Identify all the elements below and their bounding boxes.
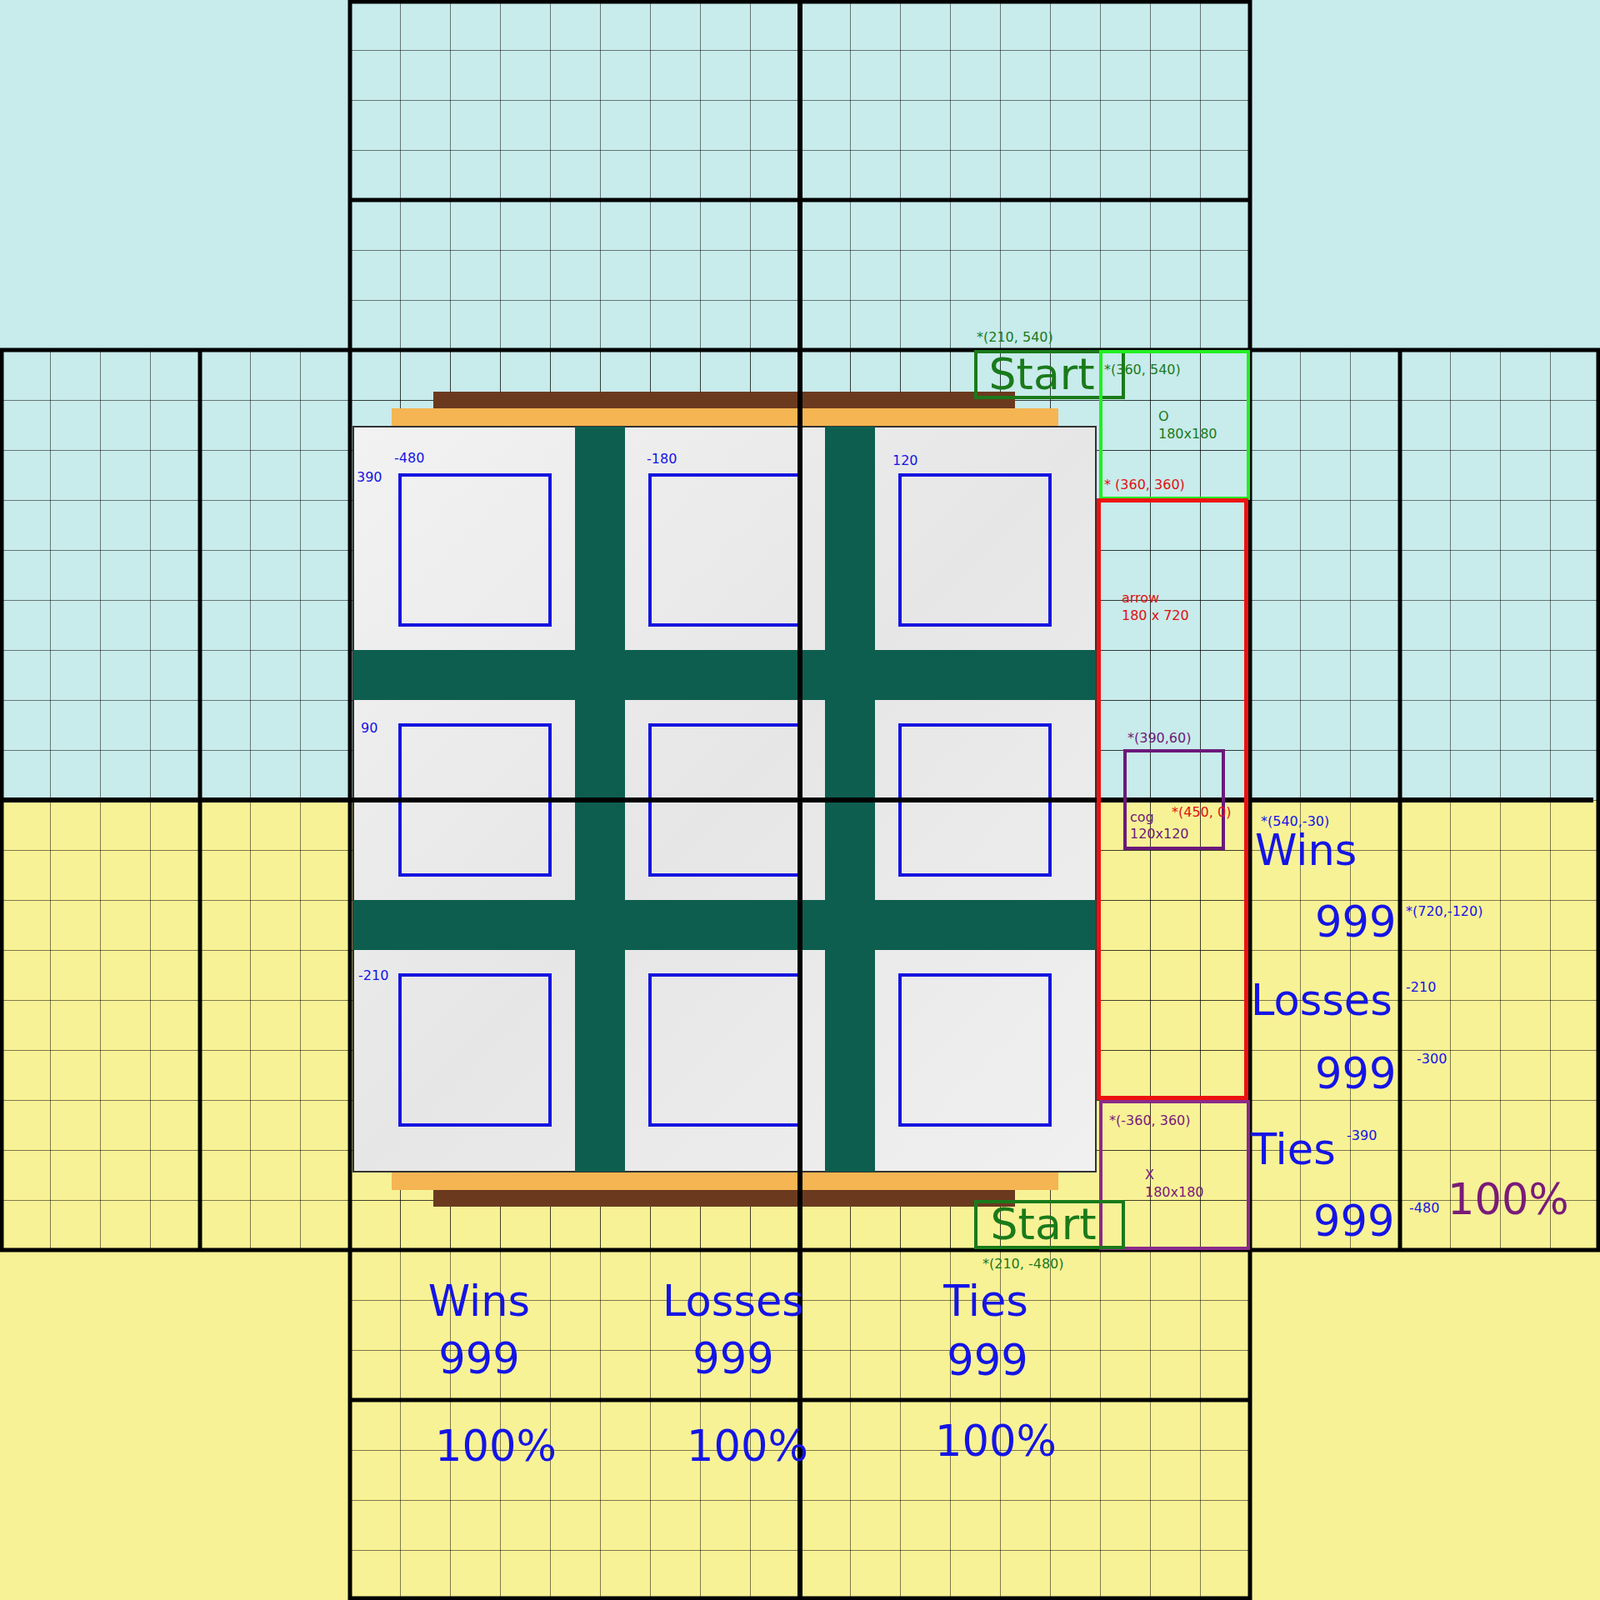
coordinate-note: * (360, 360) (1104, 477, 1185, 493)
button-label: Start (988, 350, 1095, 400)
sprite-note: *(390,60) (1127, 730, 1191, 746)
wood-strip (433, 391, 1015, 409)
arrow-sprite-box: arrow180 x 720*(390,60)cog120x120 (1096, 498, 1249, 1100)
column-coordinate: -480 (394, 450, 425, 466)
score-value: 999 (1315, 898, 1396, 948)
cell-square (650, 975, 800, 1125)
score-heading: Ties (1250, 1125, 1336, 1175)
cell-square (400, 475, 550, 625)
sprite-note: *(210, 540) (976, 330, 1054, 345)
percent-value: 100% (435, 1422, 557, 1472)
coordinate-note: -210 (1405, 980, 1436, 995)
cell-square (400, 975, 550, 1125)
percent-value: 100% (1447, 1175, 1570, 1225)
sprite-note: X (1145, 1167, 1155, 1183)
cog-sprite-box: *(390,60)cog120x120 (1123, 749, 1225, 850)
score-heading: Ties (943, 1277, 1029, 1327)
coordinate-note: -480 (1409, 1200, 1440, 1216)
column-coordinate: 120 (892, 453, 919, 469)
cell-square (900, 975, 1050, 1125)
sprite-note: arrow (1121, 590, 1160, 606)
sprite-note: cog (1130, 810, 1155, 825)
sprite-note: 120x120 (1130, 826, 1190, 842)
wood-strip (391, 1171, 1059, 1190)
column-coordinate: -180 (646, 451, 677, 467)
row-coordinate: 90 (360, 720, 378, 736)
wood-strip (391, 408, 1059, 427)
row-coordinate: -210 (358, 968, 389, 984)
score-value: 999 (1313, 1197, 1395, 1247)
button-label: Start (990, 1200, 1096, 1250)
coordinate-note: -300 (1416, 1051, 1447, 1067)
score-value: 999 (438, 1335, 520, 1385)
row-coordinate: 390 (356, 470, 383, 485)
score-value: 999 (1315, 1050, 1396, 1100)
sprite-note: 180x180 (1158, 426, 1218, 442)
percent-value: 100% (935, 1417, 1057, 1467)
sprite-note: *(-360, 360) (1109, 1113, 1191, 1129)
score-heading: Wins (1255, 826, 1357, 876)
cell-square (650, 475, 800, 625)
coordinate-note: *(720,-120) (1405, 904, 1483, 920)
score-value: 999 (946, 1336, 1028, 1386)
sprite-note: *(360, 540) (1104, 362, 1181, 378)
board-bar (353, 650, 1096, 700)
start-box: Start*(210, -480) (974, 1200, 1125, 1250)
coordinate-note: -390 (1346, 1128, 1377, 1144)
sprite-note: *(210, -480) (982, 1256, 1065, 1272)
sprite-note: 180x180 (1145, 1185, 1205, 1200)
sprite-note: 180 x 720 (1121, 608, 1190, 624)
score-heading: Losses (662, 1277, 805, 1327)
score-value: 999 (692, 1335, 774, 1385)
score-heading: Wins (428, 1277, 530, 1327)
percent-value: 100% (686, 1422, 809, 1472)
sprite-note: O (1158, 409, 1170, 425)
cell-square (900, 475, 1050, 625)
score-heading: Losses (1250, 976, 1393, 1026)
wood-strip (433, 1190, 1015, 1207)
coordinate-note: *(450, 0) (1171, 805, 1231, 820)
board-bar (353, 900, 1096, 950)
